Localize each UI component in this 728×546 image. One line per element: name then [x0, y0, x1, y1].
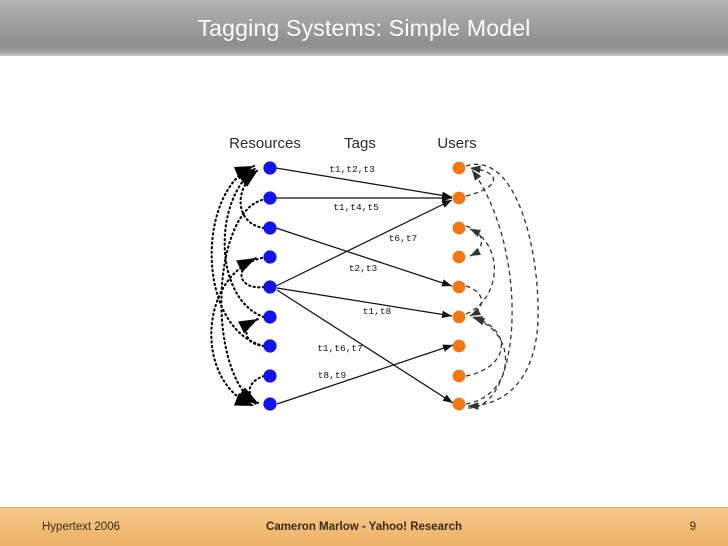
user-node[interactable] — [452, 221, 466, 235]
column-header-tags: Tags — [344, 135, 376, 152]
user-link — [465, 317, 507, 405]
resource-node[interactable] — [263, 221, 277, 235]
user-node[interactable] — [452, 397, 466, 411]
resource-node[interactable] — [263, 397, 277, 411]
user-link — [465, 165, 495, 197]
tag-edge — [276, 289, 454, 404]
resource-node[interactable] — [263, 339, 277, 353]
resource-node[interactable] — [263, 310, 277, 324]
resource-link — [210, 256, 264, 408]
tag-edge-group — [275, 167, 454, 405]
user-node[interactable] — [452, 310, 466, 324]
tag-edge-label: t2,t3 — [349, 263, 378, 274]
tag-edge-label: t1,t6,t7 — [317, 343, 363, 354]
user-node-group — [452, 161, 466, 411]
tag-edge-label: t1,t2,t3 — [329, 164, 375, 175]
column-header-users: Users — [437, 135, 476, 152]
user-node[interactable] — [452, 280, 466, 294]
tag-edge-label: t1,t8 — [363, 306, 392, 317]
user-link — [465, 228, 495, 315]
tag-edge-label: t6,t7 — [389, 233, 418, 244]
slide-header: Tagging Systems: Simple Model — [0, 0, 728, 56]
page-title: Tagging Systems: Simple Model — [197, 14, 531, 41]
tag-edge — [276, 344, 454, 405]
user-node[interactable] — [452, 161, 466, 175]
user-node[interactable] — [452, 191, 466, 205]
footer-page-number: 9 — [689, 521, 696, 533]
resource-link-group — [210, 164, 266, 408]
user-link-group — [465, 163, 539, 410]
tag-edge — [275, 199, 453, 287]
footer-author: Cameron Marlow - Yahoo! Research — [266, 521, 462, 533]
tagging-model-diagram: Resources Tags Users — [185, 110, 543, 422]
user-node[interactable] — [452, 250, 466, 264]
user-link — [467, 169, 513, 409]
user-link — [465, 163, 539, 410]
tag-label-group: t1,t2,t3 t1,t4,t5 t6,t7 t2,t3 t1,t8 t1,t… — [317, 164, 417, 381]
column-header-resources: Resources — [229, 135, 301, 152]
slide-footer: Hypertext 2006 Cameron Marlow - Yahoo! R… — [0, 507, 728, 546]
tag-edge — [276, 287, 453, 319]
tag-edge — [275, 167, 453, 200]
resource-node[interactable] — [263, 250, 277, 264]
tag-edge — [275, 227, 453, 287]
resource-node-group — [263, 161, 277, 411]
tag-edge-label: t1,t4,t5 — [333, 202, 379, 213]
resource-link — [210, 164, 266, 348]
resource-link — [220, 198, 264, 406]
footer-conference: Hypertext 2006 — [42, 521, 120, 533]
tag-edge-label: t8,t9 — [318, 370, 347, 381]
resource-node[interactable] — [263, 191, 277, 205]
diagram-svg: Resources Tags Users — [185, 110, 543, 422]
user-node[interactable] — [452, 339, 466, 353]
user-node[interactable] — [452, 369, 466, 383]
resource-node[interactable] — [263, 280, 277, 294]
resource-node[interactable] — [263, 161, 277, 175]
resource-link — [238, 317, 266, 348]
resource-link — [223, 166, 266, 319]
resource-node[interactable] — [263, 369, 277, 383]
resource-link — [236, 256, 266, 289]
